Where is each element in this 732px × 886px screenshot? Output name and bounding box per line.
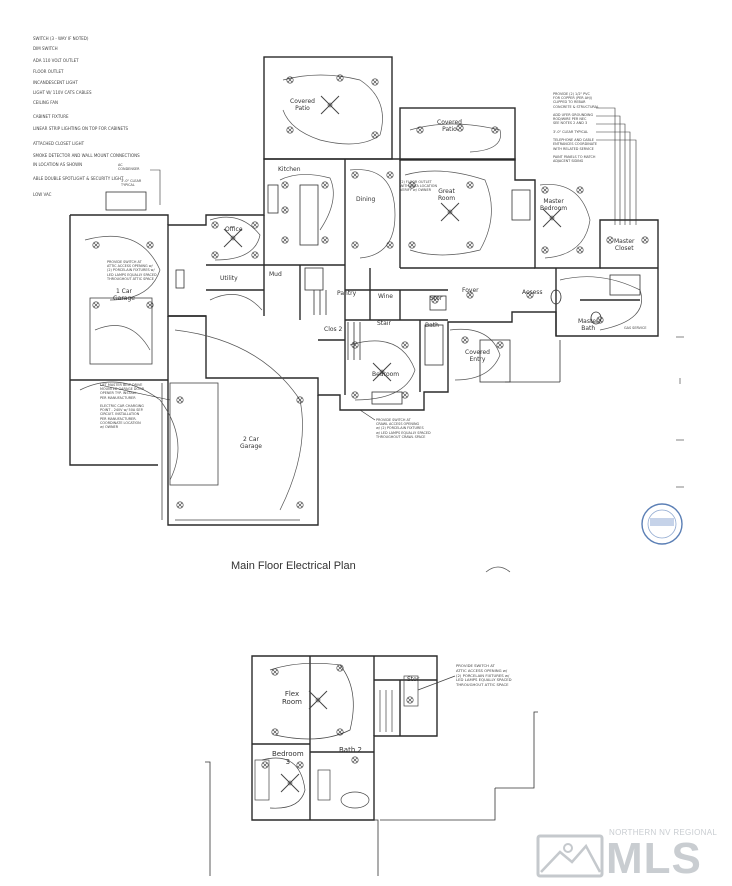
mls-watermark-logo bbox=[536, 834, 604, 878]
garage-door-note: LIFT MASTER BELT DRIVE MOUNTED GARAGE DO… bbox=[100, 383, 145, 400]
room-label: Stair bbox=[377, 320, 391, 327]
ev-charging-note: ELECTRIC CAR CHARGING POINT - 240V w/ 50… bbox=[100, 404, 144, 430]
permit-seal bbox=[641, 503, 683, 545]
room-label: Clos 2 bbox=[324, 326, 343, 333]
edge-marks bbox=[676, 336, 684, 488]
legend-item: LOW VAC bbox=[33, 192, 52, 197]
room-label: Covered Entry bbox=[465, 349, 490, 363]
room-label: Wine bbox=[378, 293, 393, 300]
room-label: Master Closet bbox=[614, 238, 635, 252]
garage-door-outlines bbox=[89, 297, 300, 521]
upper-floor-walls bbox=[251, 655, 438, 821]
clear-note: 3'-0" CLEAR TYPICAL bbox=[121, 179, 142, 188]
legend-item: ADA 110 VOLT OUTLET bbox=[33, 58, 79, 63]
legend-item: DIM SWITCH bbox=[33, 46, 58, 51]
room-label: Kitchen bbox=[278, 166, 301, 173]
room-label: Bedroom 3 bbox=[272, 750, 304, 766]
leader-lines bbox=[99, 107, 637, 421]
legend-item: IN LOCATION AS SHOWN bbox=[33, 162, 83, 167]
room-label: Flex Room bbox=[282, 690, 302, 706]
porch-details bbox=[479, 189, 561, 383]
room-label: Office bbox=[225, 226, 243, 233]
room-label: Foyer bbox=[462, 287, 479, 294]
room-label: Bath bbox=[425, 322, 439, 329]
room-label: Covered Patio bbox=[290, 98, 315, 112]
upper-site-lines bbox=[205, 711, 538, 876]
upper-floor-details bbox=[254, 662, 456, 809]
room-label: Bath 2 bbox=[339, 746, 362, 754]
room-label: Access bbox=[522, 289, 543, 296]
upper-ceiling-fans bbox=[280, 690, 328, 793]
legend-item: SWITCH (3 - WAY IF NOTED) bbox=[33, 36, 89, 41]
room-label: Master Bath bbox=[578, 318, 599, 332]
room-label: Mud bbox=[269, 271, 282, 278]
legend-item: LIGHT W/ 110V CATS CABLES bbox=[33, 90, 92, 95]
legend-item: INCANDESCENT LIGHT bbox=[33, 80, 78, 85]
room-label: Master Bedroom bbox=[540, 198, 568, 212]
north-arrow bbox=[485, 566, 511, 573]
mls-watermark-top: NORTHERN NV REGIONAL bbox=[609, 828, 718, 837]
room-label: 1 Car Garage bbox=[113, 288, 135, 302]
ac-condenser-note: AC CONDENSER bbox=[118, 163, 140, 172]
room-label: Bedroom bbox=[372, 371, 400, 378]
upper-attic-access-note: PROVIDE SWITCH AT ATTIC ACCESS OPENING w… bbox=[456, 663, 512, 688]
plan-title: Main Floor Electrical Plan bbox=[231, 560, 356, 572]
legend-item: ABLE DOUBLE SPOTLIGHT & SECURITY LIGHT bbox=[33, 176, 124, 181]
room-label: Great Room bbox=[438, 188, 456, 202]
legend-item: SMOKE DETECTOR AND WALL MOUNT CONNECTION… bbox=[33, 153, 140, 158]
service-notes: PROVIDE (2) 1/2" PVC FOR COPPER (PER AHJ… bbox=[553, 92, 599, 164]
legend-item: FLOOR OUTLET bbox=[33, 69, 64, 74]
legend-item: CEILING FAN bbox=[33, 100, 58, 105]
legend-item: ATTACHED CLOSET LIGHT bbox=[33, 141, 85, 146]
room-label: Pantry bbox=[337, 290, 357, 297]
room-label: 2 Car Garage bbox=[240, 436, 262, 450]
gas-service-note: GAS SERVICE bbox=[624, 326, 647, 330]
floor-outlet-note: (2) FLOOR OUTLET WITH DATA LOCATION VERI… bbox=[400, 180, 437, 193]
room-label: Stor bbox=[407, 676, 420, 683]
room-label: Stor bbox=[430, 295, 443, 302]
legend-item: LINEAR STRIP LIGHTING ON TOP FOR CABINET… bbox=[33, 126, 128, 131]
attic-access-note: PROVIDE SWITCH AT ATTIC ACCESS OPENING w… bbox=[107, 260, 157, 281]
room-label: Covered Patio bbox=[437, 119, 462, 133]
crawl-access-note: PROVIDE SWITCH AT CRAWL ACCESS OPENING w… bbox=[376, 418, 431, 439]
room-label: Dining bbox=[356, 196, 376, 203]
fixture-blocks bbox=[105, 184, 641, 405]
room-label: Utility bbox=[220, 275, 238, 282]
main-floor-walls bbox=[69, 56, 659, 526]
legend-item: CABINET FIXTURE bbox=[33, 114, 69, 119]
mls-watermark-main: MLS bbox=[606, 834, 702, 883]
